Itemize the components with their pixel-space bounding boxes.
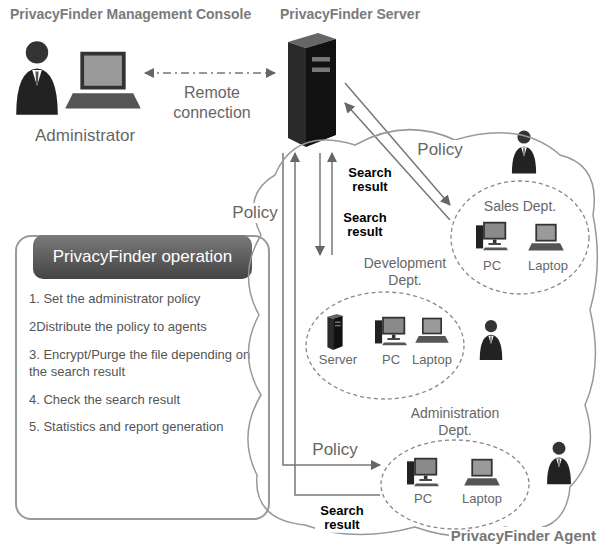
- server-node: PrivacyFinder Server: [275, 28, 345, 153]
- cloud-outline: [235, 115, 604, 545]
- laptop-icon: [528, 224, 564, 251]
- device-label: PC: [403, 491, 443, 506]
- department-circle: Sales Dept. PC Laptop: [450, 180, 590, 295]
- operation-step: 1. Set the administrator policy: [29, 291, 258, 308]
- edge-label: Policy: [230, 203, 279, 223]
- operation-step: 3. Encrypt/Purge the file depending on t…: [29, 347, 258, 381]
- device-label: Server: [313, 352, 363, 367]
- device-label: Laptop: [407, 352, 457, 367]
- console-label: Administrator: [35, 126, 135, 146]
- console-node: PrivacyFinder Management ConsoleAdminist…: [10, 28, 145, 148]
- agent-cloud: PrivacyFinder AgentSales Dept.PCLaptopDe…: [235, 115, 604, 545]
- edge-label: Remote connection: [162, 83, 262, 123]
- pc-icon: [476, 222, 508, 250]
- operation-header: PrivacyFinder operation: [33, 235, 252, 279]
- device-label: Laptop: [457, 491, 507, 506]
- person-icon: [547, 442, 571, 484]
- device-label: PC: [467, 258, 517, 273]
- edge-label: Search result: [315, 504, 369, 533]
- server-heading: PrivacyFinder Server: [280, 6, 420, 22]
- pc-icon: [375, 317, 407, 345]
- person-icon: [480, 320, 503, 360]
- operation-box: PrivacyFinder operation 1. Set the admini…: [15, 235, 270, 520]
- department-name: Sales Dept.: [460, 198, 580, 215]
- cloud-label: PrivacyFinder Agent: [449, 527, 598, 544]
- department-name: Administration Dept.: [395, 405, 515, 439]
- operation-step: 2Distribute the policy to agents: [29, 319, 258, 336]
- operation-step: 4. Check the search result: [29, 392, 258, 409]
- person-icon: [512, 131, 536, 174]
- server-icon: [327, 314, 342, 350]
- department-outline: [450, 180, 590, 295]
- device-label: PC: [371, 352, 411, 367]
- edge-label: Policy: [310, 440, 359, 460]
- pc-icon: [407, 458, 439, 486]
- department-name: Development Dept.: [355, 255, 455, 289]
- flow-arrow: [345, 103, 450, 220]
- flow-arrow: [295, 153, 380, 495]
- device-label: Laptop: [523, 258, 573, 273]
- admin-figure: [16, 41, 141, 115]
- flow-arrow: [283, 153, 380, 465]
- edge-label: Search result: [338, 211, 392, 240]
- edge-label: Policy: [415, 140, 464, 160]
- flow-arrow: [319, 153, 321, 255]
- department-circle: Development Dept. Server PCLaptop: [305, 255, 465, 400]
- department-circle: Administration Dept. PC Laptop: [380, 405, 530, 530]
- console-heading: PrivacyFinder Management Console: [10, 6, 251, 22]
- flow-arrow: [331, 153, 333, 255]
- department-outline: [305, 255, 465, 400]
- laptop-icon: [415, 318, 448, 343]
- edge-label: Search result: [343, 166, 397, 195]
- operation-step: 5. Statistics and report generation: [29, 419, 258, 436]
- remote-connection-line: [145, 72, 275, 74]
- server-icon: [288, 33, 336, 147]
- laptop-icon: [464, 459, 500, 486]
